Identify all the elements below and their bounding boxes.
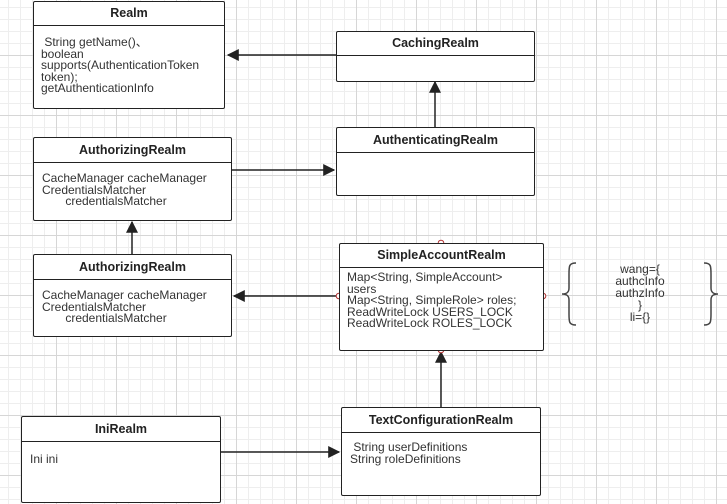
class-simple-account-realm-title: SimpleAccountRealm xyxy=(340,244,543,268)
class-ini-realm-body: Ini ini xyxy=(22,442,220,466)
left-brace-icon xyxy=(561,262,577,326)
class-authorizing-realm-bottom[interactable]: AuthorizingRealm CacheManager cacheManag… xyxy=(33,254,232,337)
class-simple-account-realm[interactable]: SimpleAccountRealm Map<String, SimpleAcc… xyxy=(339,243,544,351)
class-text-configuration-realm[interactable]: TextConfigurationRealm String userDefini… xyxy=(341,407,541,496)
class-simple-account-realm-line: ReadWriteLock USERS_LOCK xyxy=(347,304,513,319)
class-realm-line: getAuthenticationInfo xyxy=(41,81,154,95)
note-line: authcInfo xyxy=(615,274,665,288)
class-ini-realm-title: IniRealm xyxy=(22,417,220,442)
class-realm-title: Realm xyxy=(34,2,224,26)
right-brace-icon xyxy=(703,262,719,326)
note-line: authzInfo xyxy=(615,286,665,300)
class-realm-line: boolean xyxy=(41,46,84,61)
class-authorizing-realm-bottom-title: AuthorizingRealm xyxy=(34,255,231,280)
note-line: li={} xyxy=(629,310,651,324)
class-simple-account-realm-line: Map<String, SimpleRole> roles; xyxy=(347,293,517,307)
class-ini-realm-line: Ini ini xyxy=(30,452,59,466)
class-realm-body: String getName()、 boolean supports(Authe… xyxy=(34,26,224,95)
class-authorizing-realm-top-line: CredentialsMatcher xyxy=(42,182,147,197)
class-authorizing-realm-bottom-line: credentialsMatcher xyxy=(42,311,167,325)
class-authorizing-realm-top-line: CacheManager cacheManager xyxy=(42,171,207,185)
class-ini-realm[interactable]: IniRealm Ini ini xyxy=(21,416,221,503)
class-authorizing-realm-bottom-line: CacheManager cacheManager xyxy=(42,288,207,302)
class-text-configuration-realm-title: TextConfigurationRealm xyxy=(342,408,540,433)
class-simple-account-realm-line: users xyxy=(347,281,377,296)
note-line: wang={ xyxy=(620,262,660,276)
class-authorizing-realm-top-line: credentialsMatcher xyxy=(42,194,167,208)
class-authenticating-realm[interactable]: AuthenticatingRealm xyxy=(336,127,535,196)
class-realm-line: token); xyxy=(41,69,78,84)
class-caching-realm-title: CachingRealm xyxy=(337,32,534,56)
class-realm[interactable]: Realm String getName()、 boolean supports… xyxy=(33,1,225,109)
class-simple-account-realm-line: Map<String, SimpleAccount> xyxy=(347,270,503,284)
class-realm-line: supports(AuthenticationToken xyxy=(41,58,200,72)
class-text-configuration-realm-line: String roleDefinitions xyxy=(350,451,461,466)
class-authorizing-realm-top[interactable]: AuthorizingRealm CacheManager cacheManag… xyxy=(33,137,232,221)
class-text-configuration-realm-line: String userDefinitions xyxy=(350,440,468,454)
class-simple-account-realm-body: Map<String, SimpleAccount> users Map<Str… xyxy=(340,268,543,330)
class-authorizing-realm-top-body: CacheManager cacheManager CredentialsMat… xyxy=(34,163,231,208)
class-authorizing-realm-top-title: AuthorizingRealm xyxy=(34,138,231,163)
class-simple-account-realm-line: ReadWriteLock ROLES_LOCK xyxy=(347,316,513,330)
class-authorizing-realm-bottom-line: CredentialsMatcher xyxy=(42,299,147,314)
class-realm-line: String getName()、 xyxy=(41,35,148,49)
class-authenticating-realm-title: AuthenticatingRealm xyxy=(337,128,534,153)
class-authorizing-realm-bottom-body: CacheManager cacheManager CredentialsMat… xyxy=(34,280,231,325)
note-line: } xyxy=(637,298,642,312)
class-text-configuration-realm-body: String userDefinitions String roleDefini… xyxy=(342,433,540,465)
class-caching-realm[interactable]: CachingRealm xyxy=(336,31,535,82)
annotation-note: wang={ authcInfo authzInfo } li={} xyxy=(596,263,684,323)
